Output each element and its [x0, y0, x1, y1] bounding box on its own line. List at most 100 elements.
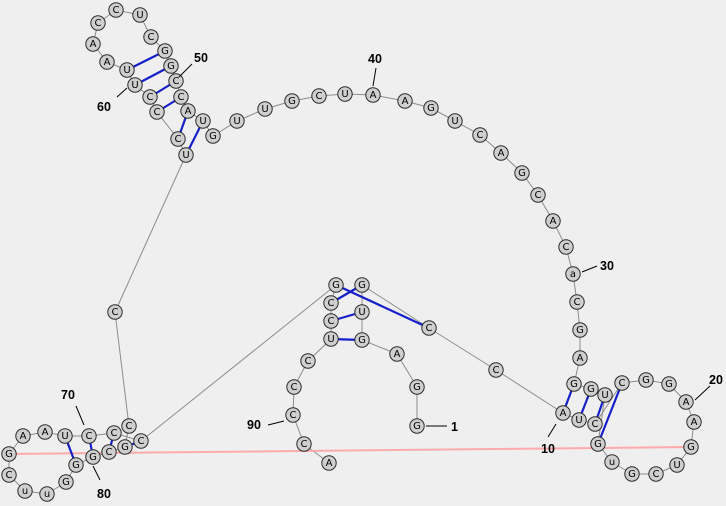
- nucleotide-letter: U: [575, 415, 582, 426]
- nucleotide-letter: A: [90, 39, 97, 50]
- nucleotide-letter: G: [576, 325, 584, 336]
- nucleotide-87: C: [285, 407, 301, 423]
- nucleotide-10: U: [571, 412, 587, 428]
- nucleotide-circle: [85, 449, 101, 465]
- nucleotide-circle: [173, 89, 189, 105]
- nucleotide-16: A: [686, 414, 702, 430]
- nucleotide-letter: u: [44, 489, 50, 500]
- backbone-segment: [114, 154, 187, 313]
- nucleotide-letter: A: [42, 427, 49, 438]
- nucleotide-letter: U: [261, 104, 268, 115]
- nucleotide-36: U: [447, 113, 463, 129]
- nucleotide-52: C: [143, 29, 159, 45]
- nucleotide-44: U: [229, 113, 245, 129]
- nucleotide-circle: [90, 15, 106, 31]
- nucleotide-letter: C: [154, 107, 161, 118]
- nucleotide-circle: [132, 7, 148, 23]
- nucleotide-circle: [423, 100, 439, 116]
- nucleotide-letter: U: [61, 431, 68, 442]
- nucleotide-circle: [447, 113, 463, 129]
- nucleotide-circle: [68, 457, 84, 473]
- nucleotide-letter: C: [305, 356, 312, 367]
- nucleotide-letter: C: [291, 382, 298, 393]
- backbone-segment: [140, 284, 337, 442]
- nucleotide-6: G: [354, 277, 370, 293]
- nucleotide-32: C: [530, 187, 546, 203]
- nucleotide-12: C: [614, 375, 630, 391]
- nucleotide-circle: [397, 93, 413, 109]
- nucleotide-letter: C: [574, 297, 581, 308]
- backbone-segment: [361, 284, 430, 329]
- nucleotide-letter: A: [20, 431, 27, 442]
- nucleotide-letter: U: [199, 116, 206, 127]
- backbone-segment: [495, 369, 564, 414]
- nucleotide-39: A: [365, 87, 381, 103]
- nucleotide-38: A: [397, 93, 413, 109]
- nucleotide-63: U: [178, 147, 194, 163]
- nucleotide-circle: [354, 304, 370, 320]
- nucleotide-letter: C: [138, 436, 145, 447]
- nucleotide-circle: [409, 379, 425, 395]
- backbone-segment: [428, 327, 497, 371]
- nucleotide-circle: [117, 439, 133, 455]
- backbone-segment: [594, 382, 623, 425]
- nucleotide-letter: G: [358, 335, 366, 346]
- nucleotide-circle: [421, 320, 437, 336]
- nucleotide-circle: [127, 77, 143, 93]
- nucleotide-circle: [284, 93, 300, 109]
- nucleotide-8: C: [488, 362, 504, 378]
- nucleotide-circle: [285, 407, 301, 423]
- nucleotide-letter: u: [609, 457, 615, 468]
- nucleotide-circle: [286, 379, 302, 395]
- nucleotide-54: C: [108, 2, 124, 18]
- nucleotide-letter: U: [233, 116, 240, 127]
- nucleotide-circle: [229, 113, 245, 129]
- nucleotide-circle: [686, 414, 702, 430]
- nucleotide-letter: G: [121, 442, 129, 453]
- nucleotide-circle: [583, 381, 599, 397]
- nucleotide-letter: a: [570, 269, 576, 280]
- nucleotide-letter: C: [653, 469, 660, 480]
- nucleotide-59: U: [127, 77, 143, 93]
- nucleotide-14: G: [661, 376, 677, 392]
- nucleotide-circle: [493, 145, 509, 161]
- nucleotide-circle: [142, 89, 158, 105]
- nucleotide-circle: [558, 239, 574, 255]
- nucleotide-letter: G: [628, 469, 636, 480]
- nucleotide-55: C: [90, 15, 106, 31]
- nucleotide-letter: G: [72, 460, 80, 471]
- nucleotide-letter: G: [288, 96, 296, 107]
- nucleotide-letter: C: [493, 365, 500, 376]
- nucleotide-circle: [311, 88, 327, 104]
- nucleotide-letter: A: [370, 90, 377, 101]
- nucleotide-69: G: [68, 457, 84, 473]
- nucleotide-circle: [81, 428, 97, 444]
- nucleotide-37: G: [423, 100, 439, 116]
- nucleotide-circle: [669, 457, 685, 473]
- nucleotide-letter: C: [535, 190, 542, 201]
- nucleotide-circle: [571, 412, 587, 428]
- nucleotide-letter: C: [619, 378, 626, 389]
- nucleotide-45: G: [205, 128, 221, 144]
- number-tick: [178, 63, 193, 78]
- nucleotide-21: u: [604, 454, 620, 470]
- nucleotide-circle: [133, 433, 149, 449]
- nucleotide-67: C: [101, 444, 117, 460]
- nucleotide-circle: [389, 346, 405, 362]
- nucleotide-61: C: [149, 104, 165, 120]
- nucleotide-letter: U: [136, 10, 143, 21]
- nucleotide-letter: G: [570, 379, 578, 390]
- nucleotide-letter: A: [691, 417, 698, 428]
- nucleotide-18: U: [669, 457, 685, 473]
- nucleotide-circle: [15, 428, 31, 444]
- nucleotide-circle: [604, 454, 620, 470]
- nucleotide-circle: [119, 62, 135, 78]
- nucleotide-letter: U: [182, 150, 189, 161]
- nucleotide-letter: C: [178, 92, 185, 103]
- number-tick: [116, 87, 128, 98]
- nucleotide-81: G: [328, 277, 344, 293]
- nucleotide-41: C: [311, 88, 327, 104]
- nucleotide-letter: A: [104, 57, 111, 68]
- base-pair-link: [335, 284, 430, 329]
- nucleotide-letter: C: [426, 323, 433, 334]
